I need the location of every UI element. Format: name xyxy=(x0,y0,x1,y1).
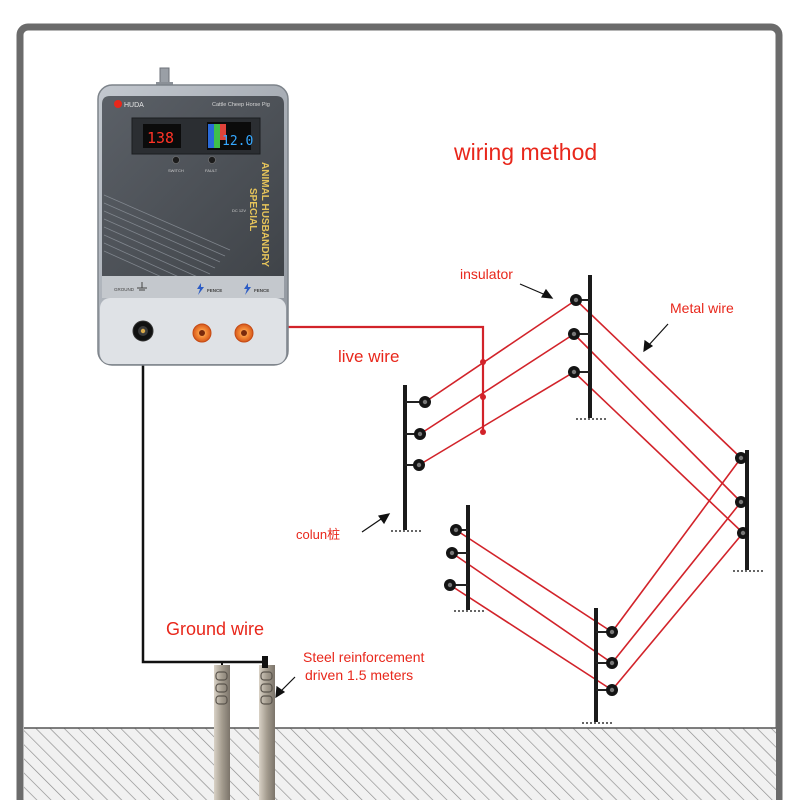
live-wire-junction xyxy=(480,394,486,400)
insulator-hole xyxy=(609,660,615,666)
fence-wire xyxy=(418,371,575,466)
ground-wire-label: Ground wire xyxy=(166,619,265,639)
lightning-icon xyxy=(197,283,204,295)
ground-rod-clamp xyxy=(262,656,268,668)
insulator-hole xyxy=(416,462,422,468)
metal-wire-arrow xyxy=(647,323,669,347)
side-label-line1: ANIMAL HUSBANDRY xyxy=(259,162,270,267)
fence-wire xyxy=(455,529,613,633)
fence-wire xyxy=(611,501,742,664)
side-label-line2: SPECIAL xyxy=(247,188,258,231)
face-stripes xyxy=(103,194,231,284)
fence-posts xyxy=(391,275,763,724)
steel-label-line2: driven 1.5 meters xyxy=(305,667,414,683)
fence-wire xyxy=(611,457,742,633)
fence-wire xyxy=(575,299,742,459)
live-wire-label: live wire xyxy=(338,347,400,366)
column-label: colun桩 xyxy=(296,527,341,542)
ground-wire xyxy=(141,335,266,664)
annotation-arrows xyxy=(275,283,669,699)
fence-wire xyxy=(451,552,613,664)
fence-wire xyxy=(419,333,575,435)
terminal-fence2-label: FENCE xyxy=(254,288,269,293)
insulator-hole xyxy=(571,369,577,375)
display-left xyxy=(143,124,181,148)
terminal-fence1-label: FENCE xyxy=(207,288,222,293)
diagram-title: wiring method xyxy=(454,139,598,165)
device-brand: HUDA xyxy=(124,102,144,109)
voltage-label: DC 12V xyxy=(232,208,246,213)
fence-wire xyxy=(573,371,744,534)
ground-rod xyxy=(259,665,275,800)
ground-hatch xyxy=(24,728,776,800)
insulator-hole xyxy=(609,687,615,693)
insulator-hole xyxy=(447,582,453,588)
live-wire-junction xyxy=(480,359,486,365)
device-subtitle: Cattle Cheep Horse Pig xyxy=(212,102,270,108)
switch-led xyxy=(172,156,180,164)
insulator-label: insulator xyxy=(460,266,513,282)
insulator-hole xyxy=(422,399,428,405)
lightning-icon xyxy=(244,283,251,295)
insulator-hole xyxy=(738,499,744,505)
metal-wire-label: Metal wire xyxy=(670,300,734,316)
insulator-hole xyxy=(449,550,455,556)
insulator-hole xyxy=(417,431,423,437)
insulator-hole xyxy=(453,527,459,533)
fault-led xyxy=(208,156,216,164)
display-right-value: 12.0 xyxy=(222,134,253,149)
fence-wires xyxy=(418,299,744,691)
ground-rod xyxy=(214,665,230,800)
fence-wire xyxy=(424,299,577,403)
indicator-switch-label: SWITCH xyxy=(168,168,184,173)
ground-symbol-icon xyxy=(137,282,147,291)
fence-wire xyxy=(573,333,742,503)
column-arrow xyxy=(361,516,385,533)
steel-label-line1: Steel reinforcement xyxy=(303,649,425,665)
display-left-value: 138 xyxy=(147,129,174,147)
indicator-fault-label: FAULT xyxy=(205,168,218,173)
insulator-hole xyxy=(609,629,615,635)
live-wire-junction xyxy=(480,429,486,435)
insulator-hole xyxy=(738,455,744,461)
fence-wire xyxy=(611,532,744,691)
fence-wire xyxy=(449,584,613,691)
insulator-hole xyxy=(573,297,579,303)
insulator-hole xyxy=(571,331,577,337)
brand-logo-icon xyxy=(114,100,122,108)
fence-energizer xyxy=(97,67,289,366)
insulator-hole xyxy=(740,530,746,536)
terminal-ground-label: GROUND xyxy=(114,287,135,292)
